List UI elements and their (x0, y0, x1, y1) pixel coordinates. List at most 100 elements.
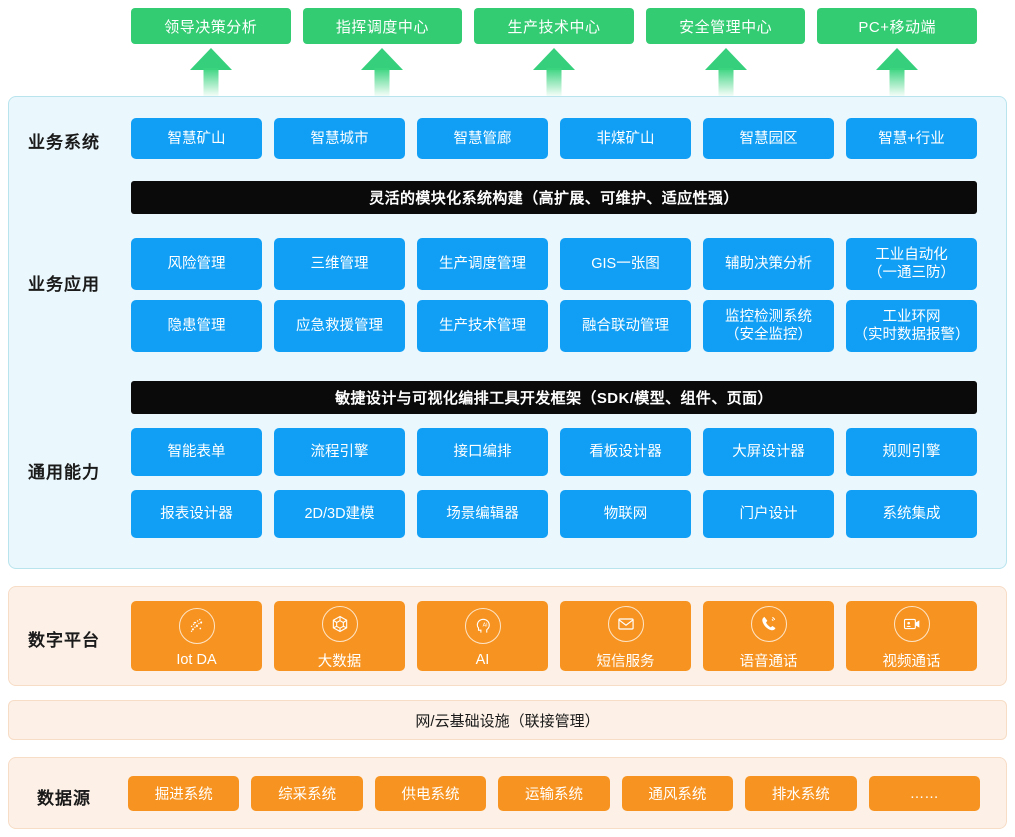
card-label: 融合联动管理 (582, 318, 669, 334)
card-integrated-mining-system[interactable]: 综采系统 (251, 776, 363, 811)
infrastructure-label: 网/云基础设施（联接管理） (415, 712, 600, 730)
card-large-screen-designer[interactable]: 大屏设计器 (703, 428, 834, 476)
card-production-tech-management[interactable]: 生产技术管理 (417, 300, 548, 352)
top-card-label: 生产技术中心 (507, 18, 601, 36)
arrow-slot (474, 48, 634, 96)
top-card-production-tech[interactable]: 生产技术中心 (474, 8, 634, 44)
card-label: 智慧园区 (739, 130, 798, 147)
card-transport-system[interactable]: 运输系统 (498, 776, 610, 811)
card-ventilation-system[interactable]: 通风系统 (621, 776, 734, 811)
arrow-slot (817, 48, 977, 96)
card-label: Iot DA (176, 652, 217, 668)
card-drainage-system[interactable]: 排水系统 (745, 776, 857, 811)
business-application-row-2: 隐患管理 应急救援管理 生产技术管理 融合联动管理 监控检测系统 （安全监控） … (131, 300, 977, 352)
top-card-pc-mobile[interactable]: PC+移动端 (817, 8, 977, 44)
card-report-designer[interactable]: 报表设计器 (131, 490, 262, 538)
card-decision-support-analysis[interactable]: 辅助决策分析 (703, 238, 834, 290)
data-source-row: 掘进系统 综采系统 供电系统 运输系统 通风系统 排水系统 …… (128, 776, 980, 811)
card-sublabel: （一通三防） (868, 265, 955, 281)
card-big-data[interactable]: 大数据 (274, 601, 405, 671)
card-smart-plus-industry[interactable]: 智慧+行业 (846, 118, 977, 159)
card-label: 三维管理 (310, 256, 369, 272)
card-label: 工业自动化 (875, 247, 948, 263)
card-industrial-automation[interactable]: 工业自动化 （一通三防） (846, 238, 977, 290)
iot-da-icon (178, 608, 215, 644)
modular-construction-label: 灵活的模块化系统构建（高扩展、可维护、适应性强） (369, 190, 739, 207)
modular-construction-bar: 灵活的模块化系统构建（高扩展、可维护、适应性强） (131, 181, 977, 214)
arrow-slot (131, 48, 291, 96)
card-label: 工业环网 (882, 309, 941, 325)
card-label: 大数据 (317, 653, 362, 670)
arrow-slot (646, 48, 806, 96)
card-label: 生产技术管理 (439, 318, 526, 334)
section-label-business-application: 业务应用 (28, 275, 100, 294)
section-label-business-system: 业务系统 (28, 133, 100, 152)
card-iot-da[interactable]: Iot DA (131, 601, 262, 671)
card-scene-editor[interactable]: 场景编辑器 (417, 490, 548, 538)
card-more-ellipsis[interactable]: …… (868, 776, 980, 811)
card-portal-design[interactable]: 门户设计 (703, 490, 834, 538)
section-label-common-capability: 通用能力 (28, 463, 100, 482)
envelope-icon (607, 605, 644, 642)
card-fusion-linkage-management[interactable]: 融合联动管理 (560, 300, 691, 352)
card-label: 智慧矿山 (167, 130, 226, 147)
card-label: 供电系统 (401, 787, 460, 803)
card-label: 运输系统 (524, 787, 583, 803)
card-sublabel: （实时数据报警） (853, 327, 970, 343)
top-card-command-dispatch[interactable]: 指挥调度中心 (302, 8, 463, 44)
card-label: GIS一张图 (591, 256, 660, 272)
card-smart-form[interactable]: 智能表单 (131, 428, 262, 476)
card-label: 风险管理 (167, 256, 226, 272)
top-card-safety-management[interactable]: 安全管理中心 (645, 8, 806, 44)
common-capability-row-2: 报表设计器 2D/3D建模 场景编辑器 物联网 门户设计 系统集成 (131, 490, 977, 538)
card-smart-city[interactable]: 智慧城市 (274, 118, 405, 159)
card-kanban-designer[interactable]: 看板设计器 (560, 428, 691, 476)
card-label: 物联网 (603, 506, 648, 522)
card-label: AI (475, 652, 490, 668)
card-sublabel: （安全监控） (725, 327, 812, 343)
card-sms-service[interactable]: 短信服务 (560, 601, 691, 671)
card-label: 门户设计 (739, 506, 798, 522)
card-tunneling-system[interactable]: 掘进系统 (128, 776, 240, 811)
card-label: 2D/3D建模 (304, 506, 375, 522)
card-power-supply-system[interactable]: 供电系统 (374, 776, 487, 811)
card-api-orchestration[interactable]: 接口编排 (417, 428, 548, 476)
card-non-coal-mine[interactable]: 非煤矿山 (560, 118, 691, 159)
video-call-icon (893, 605, 930, 642)
card-gis-one-map[interactable]: GIS一张图 (560, 238, 691, 290)
top-card-leader-decision[interactable]: 领导决策分析 (131, 8, 291, 44)
card-video-call[interactable]: 视频通话 (846, 601, 977, 671)
common-capability-row-1: 智能表单 流程引擎 接口编排 看板设计器 大屏设计器 规则引擎 (131, 428, 977, 476)
card-iot[interactable]: 物联网 (560, 490, 691, 538)
card-industrial-ring-network[interactable]: 工业环网 （实时数据报警） (846, 300, 977, 352)
card-label: 视频通话 (882, 653, 941, 670)
card-smart-park[interactable]: 智慧园区 (703, 118, 834, 159)
card-label: 短信服务 (596, 653, 655, 670)
card-smart-pipe-gallery[interactable]: 智慧管廊 (417, 118, 548, 159)
card-label: 应急救援管理 (296, 318, 383, 334)
digital-platform-row: Iot DA 大数据 AI AI (131, 601, 977, 671)
ai-head-icon: AI (464, 608, 501, 644)
card-emergency-rescue-management[interactable]: 应急救援管理 (274, 300, 405, 352)
card-3d-management[interactable]: 三维管理 (274, 238, 405, 290)
top-consumer-row: 领导决策分析 指挥调度中心 生产技术中心 安全管理中心 PC+移动端 (131, 8, 977, 44)
card-label: 看板设计器 (589, 444, 662, 460)
card-production-dispatch-management[interactable]: 生产调度管理 (417, 238, 548, 290)
card-rule-engine[interactable]: 规则引擎 (846, 428, 977, 476)
card-voice-call[interactable]: 语音通话 (703, 601, 834, 671)
card-label: 大屏设计器 (732, 444, 805, 460)
top-card-label: 领导决策分析 (164, 18, 258, 36)
card-ai[interactable]: AI AI (417, 601, 548, 671)
up-arrow-icon (189, 48, 232, 96)
card-system-integration[interactable]: 系统集成 (846, 490, 977, 538)
card-2d-3d-modeling[interactable]: 2D/3D建模 (274, 490, 405, 538)
up-arrow-icon (704, 48, 747, 96)
card-risk-management[interactable]: 风险管理 (131, 238, 262, 290)
card-hidden-danger-management[interactable]: 隐患管理 (131, 300, 262, 352)
arrow-slot (303, 48, 463, 96)
card-process-engine[interactable]: 流程引擎 (274, 428, 405, 476)
card-label: 报表设计器 (160, 506, 233, 522)
card-monitoring-detection-system[interactable]: 监控检测系统 （安全监控） (703, 300, 834, 352)
card-label: 综采系统 (278, 787, 337, 803)
card-smart-mine[interactable]: 智慧矿山 (131, 118, 262, 159)
